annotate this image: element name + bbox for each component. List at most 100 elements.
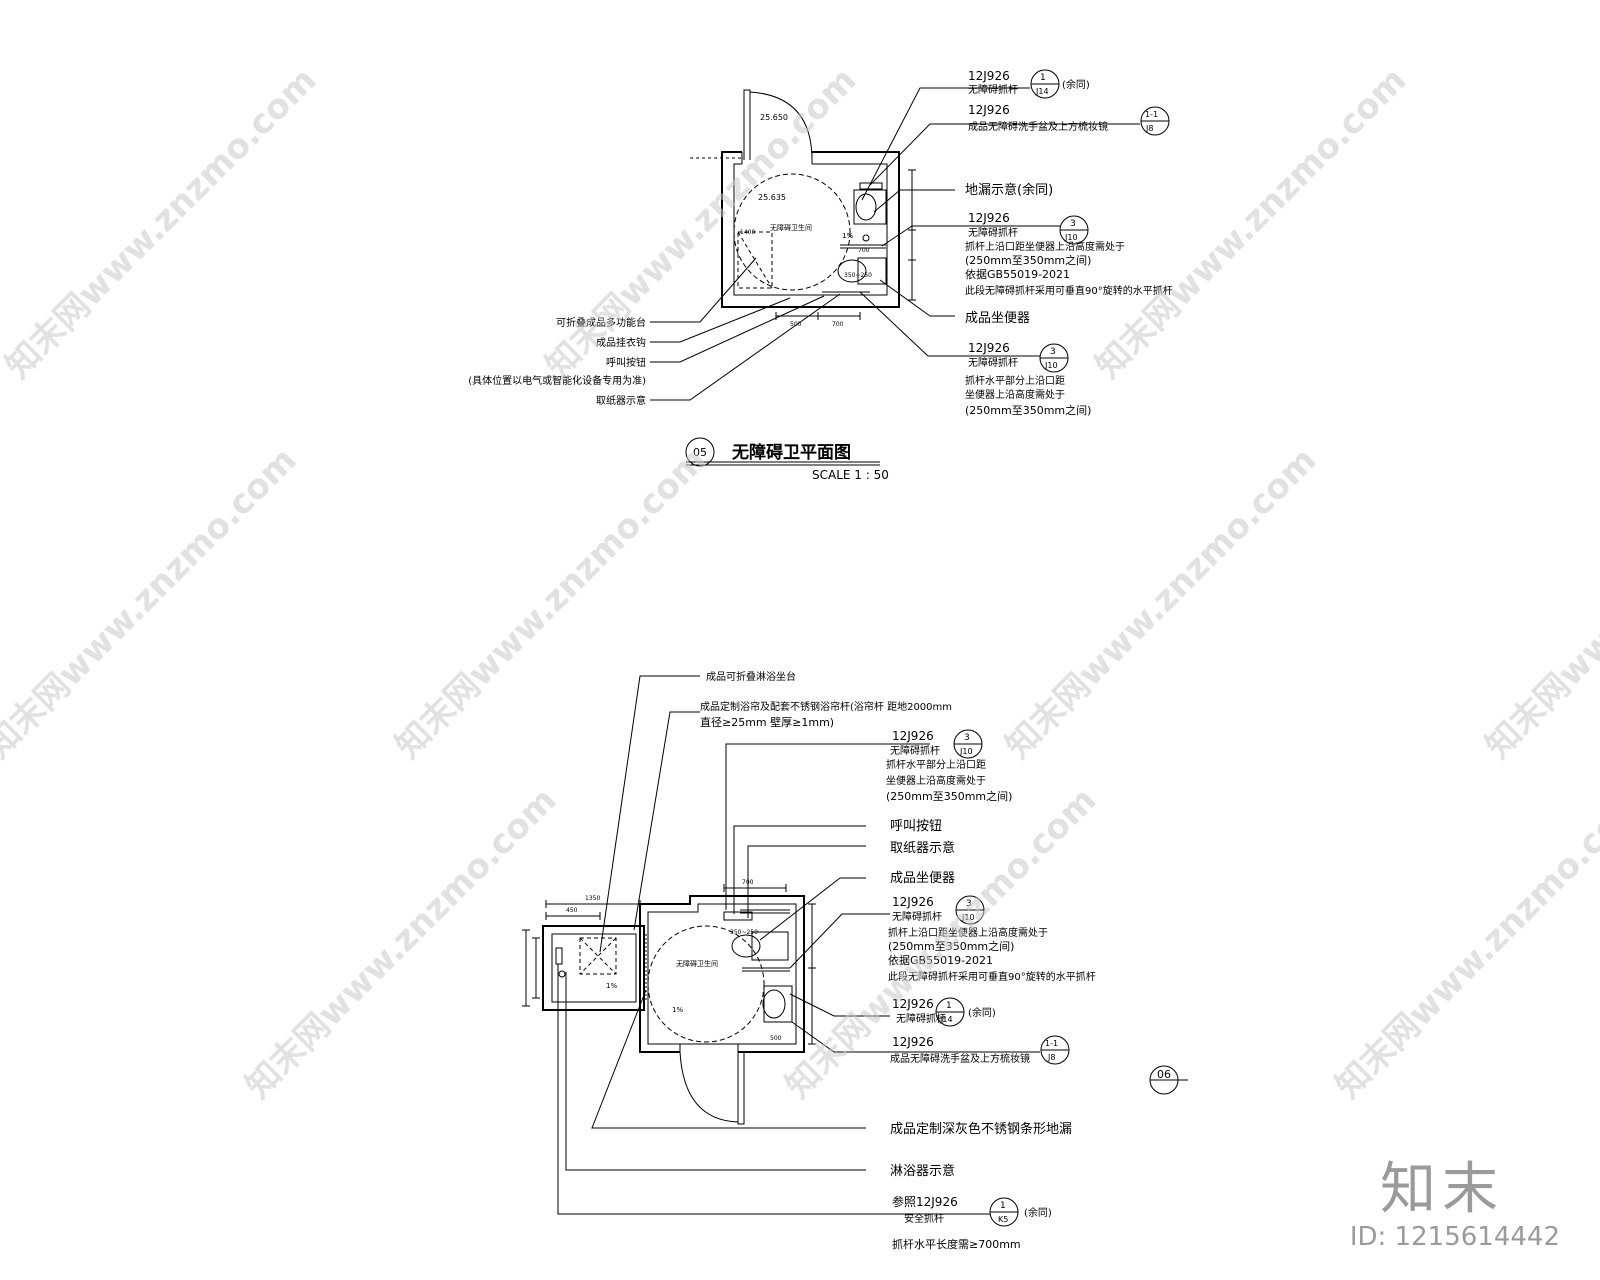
plan06-t2b: 直径≥25mm 壁厚≥1mm) xyxy=(700,715,834,729)
plan06-dim-450: 450 xyxy=(566,907,578,914)
plan05-r4-l3: 依据GB55019-2021 xyxy=(965,267,1070,281)
plan06-t7-bot: J10 xyxy=(961,913,975,922)
plan06-b1: 成品定制深灰色不锈钢条形地漏 xyxy=(890,1121,1072,1137)
plan06-number: 06 xyxy=(1157,1068,1171,1081)
plan06-t2a: 成品定制浴帘及配套不锈钢浴帘杆(浴帘杆 距地2000mm xyxy=(700,700,952,713)
plan05-r1-top: 1 xyxy=(1040,73,1046,83)
plan06-t8-name: 无障碍抓杆 xyxy=(896,1012,946,1025)
plan05-r2-code: 12J926 xyxy=(968,103,1010,117)
plan06-leader-t1 xyxy=(599,675,700,953)
plan05-door-swing xyxy=(749,91,813,161)
plan06-t7-top: 3 xyxy=(966,899,972,909)
plan05-door-leaf xyxy=(743,89,751,160)
plan06-texts: 无障碍卫生间 1% 1% 1350 450 700 350~250 500 成品… xyxy=(566,670,1171,1251)
plan05-r6-code: 12J926 xyxy=(968,341,1010,355)
plan06-t9-code: 12J926 xyxy=(892,1035,934,1049)
plan05-ref-bubbles xyxy=(1030,69,1170,373)
plan05-outer-wall xyxy=(721,151,900,308)
plan06-t8-code: 12J926 xyxy=(892,997,934,1011)
plan05-r6-bot: J10 xyxy=(1044,361,1058,370)
plan06-dim-1350: 1350 xyxy=(585,895,600,902)
plan06-dim-700: 700 xyxy=(742,879,754,886)
plan06-toilet xyxy=(751,931,789,961)
plan06-t7-l2: (250mm至350mm之间) xyxy=(888,939,1014,953)
plan06-leader-b2 xyxy=(565,972,866,1171)
plan-06 xyxy=(522,675,1188,1215)
watermark-text-3: 知末网www.znzmo.com xyxy=(1088,60,1414,386)
plan05-floor-drain xyxy=(862,234,870,242)
plan05-r3-label: 地漏示意(余同) xyxy=(965,182,1053,198)
plan06-t3-code: 12J926 xyxy=(892,729,934,743)
plan06-t3-l3: (250mm至350mm之间) xyxy=(886,789,1012,803)
plan06-leader-t8 xyxy=(789,993,890,1017)
plan05-r6-l2: 坐便器上沿高度需处于 xyxy=(965,388,1065,401)
plan05-leader-l3 xyxy=(650,295,825,363)
plan06-main-wall xyxy=(639,895,805,1053)
watermark-text-1: 知末网www.znzmo.com xyxy=(0,60,324,386)
plan06-leader-t9 xyxy=(791,1021,1040,1053)
plan05-leader-l4 xyxy=(650,293,841,401)
plan05-r4-code: 12J926 xyxy=(968,211,1010,225)
plan05-folding-table xyxy=(737,231,773,289)
plan05-r4-name: 无障碍抓杆 xyxy=(968,226,1018,239)
plan05-r4-top: 3 xyxy=(1070,219,1076,229)
watermark-text-8: 知末网www.znzmo.com xyxy=(238,780,564,1106)
plan05-turning-circle xyxy=(733,173,851,291)
plan06-t9-top: 1-1 xyxy=(1045,1039,1058,1048)
plan05-r2-bot: J8 xyxy=(1145,124,1153,133)
plan05-leader-r4 xyxy=(881,225,1060,247)
plan05-leader-r2 xyxy=(869,123,1140,186)
plan05-leader-r5 xyxy=(879,279,955,317)
plan05-title: 无障碍卫平面图 xyxy=(731,442,851,463)
plan06-turning-circle xyxy=(647,925,765,1043)
plan05-title-bubble xyxy=(685,437,715,467)
plan06-t3-top: 3 xyxy=(964,733,970,743)
watermark-text-6: 知末网www.znzmo.com xyxy=(998,440,1324,766)
plan06-b3-name: 安全抓杆 xyxy=(904,1212,944,1225)
plan06-leader-t2 xyxy=(633,711,700,931)
plan05-r6-top: 3 xyxy=(1050,347,1056,357)
plan05-texts: 无障碍卫生间 25.650 25.635 1% 500 700 700 1400… xyxy=(468,69,1173,482)
plan05-r4-l4: 此段无障碍抓杆采用可垂直90°旋转的水平抓杆 xyxy=(965,284,1173,297)
brand-logo: 知末 xyxy=(1380,1157,1504,1222)
plan06-t3-l1: 抓杆水平部分上沿口距 xyxy=(886,758,986,771)
plan06-b3-note: (余同) xyxy=(1024,1206,1052,1219)
watermark-text-5: 知末网www.znzmo.com xyxy=(388,440,714,766)
plan05-r4-l2: (250mm至350mm之间) xyxy=(965,253,1091,267)
plan05-dim-700b: 700 xyxy=(858,247,870,254)
plan06-leader-b1 xyxy=(591,989,866,1129)
plan06-b2: 淋浴器示意 xyxy=(890,1163,955,1179)
plan-05 xyxy=(650,87,1140,467)
plan06-t8-top: 1 xyxy=(946,1001,952,1011)
plan05-elev-floor: 25.635 xyxy=(758,193,786,202)
plan06-t7-l1: 抓杆上沿口距坐便器上沿高度需处于 xyxy=(888,926,1048,939)
plan05-dim-500: 500 xyxy=(790,321,802,328)
plan05-number: 05 xyxy=(693,446,707,459)
plan05-leader-l1 xyxy=(650,257,757,323)
plan06-t9-name: 成品无障碍洗手盆及上方梳妆镜 xyxy=(890,1052,1030,1065)
plan05-dim-350-250: 350~250 xyxy=(844,272,872,279)
plan06-b3-bot: K5 xyxy=(998,1215,1008,1224)
plan05-washbasin xyxy=(853,189,887,225)
plan05-slope: 1% xyxy=(842,232,853,240)
watermark-text-7: 知末网www.znzmo.com xyxy=(1478,440,1600,766)
plan06-leader-t4 xyxy=(733,825,866,914)
plan06-leader-b3 xyxy=(557,964,990,1215)
plan05-left-label-4: (具体位置以电气或智能化设备专用为准) xyxy=(468,374,646,387)
plan06-leader-t6 xyxy=(759,877,866,941)
plan06-t7-l3: 依据GB55019-2021 xyxy=(888,953,993,967)
plan05-r5-label: 成品坐便器 xyxy=(965,311,1030,326)
plan05-r6-l1: 抓杆水平部分上沿口距 xyxy=(965,374,1065,387)
plan06-t5: 取纸器示意 xyxy=(890,840,955,856)
plan05-room-label: 无障碍卫生间 xyxy=(770,223,812,232)
plan06-t1: 成品可折叠淋浴坐台 xyxy=(706,670,796,683)
plan06-t7-name: 无障碍抓杆 xyxy=(892,910,942,923)
plan05-left-label-3: 呼叫按钮 xyxy=(606,356,646,369)
plan06-shower-seat xyxy=(579,937,617,975)
plan05-leader-l2 xyxy=(650,297,791,343)
plan06-room-label: 无障碍卫生间 xyxy=(676,959,718,968)
plan05-leader-r3 xyxy=(873,189,955,213)
plan05-r2-top: 1-1 xyxy=(1145,110,1158,119)
plan06-t4: 呼叫按钮 xyxy=(890,819,942,834)
